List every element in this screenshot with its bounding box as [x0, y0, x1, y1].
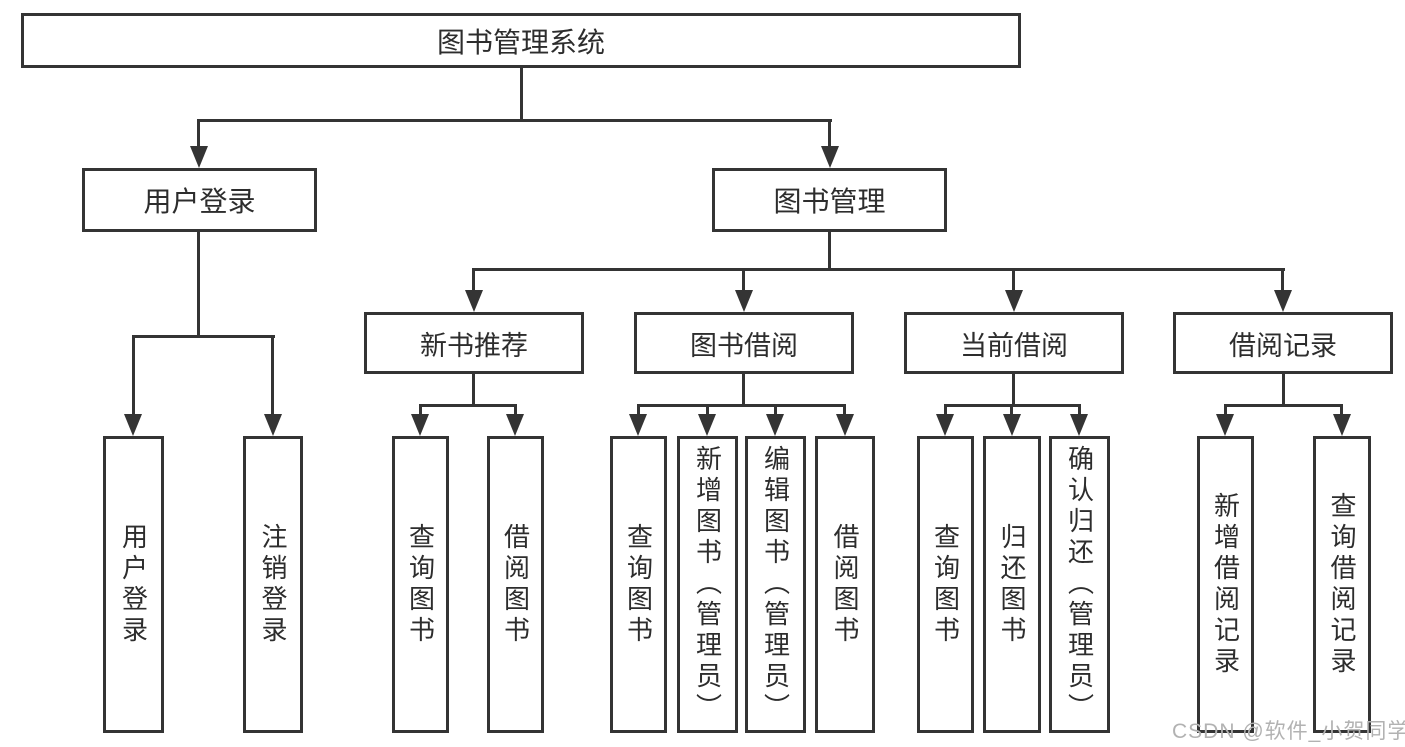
node-leaf-borrow-books-borrowing: 借阅图书 [815, 436, 875, 733]
connector-borrowing-stem [742, 374, 745, 407]
node-book-borrowing: 图书借阅 [634, 312, 854, 374]
connector-current-stem [1012, 374, 1015, 407]
leaf-label: 借阅图书 [500, 522, 531, 647]
arrowhead-current-leaf2 [1003, 414, 1021, 436]
connector-recommend-leaf1 [419, 404, 422, 418]
node-book-management: 图书管理 [712, 168, 947, 232]
leaf-label: 借阅图书 [830, 522, 860, 647]
node-user-login: 用户登录 [82, 168, 317, 232]
connector-to-user-login [197, 119, 200, 152]
connector-to-current-borrowing [1012, 268, 1015, 295]
leaf-label: 查询图书 [405, 522, 436, 647]
leaf-label: 查询图书 [623, 522, 654, 647]
node-leaf-borrow-books-recommend: 借阅图书 [487, 436, 544, 733]
connector-recommend-split [419, 404, 517, 407]
arrowhead-recommend-leaf1 [411, 414, 429, 436]
node-leaf-query-borrow-record: 查询借阅记录 [1313, 436, 1371, 733]
connector-current-leaf1 [944, 404, 947, 418]
connector-borrowing-split [637, 404, 846, 407]
arrowhead-borrowing-leaf4 [836, 414, 854, 436]
node-leaf-logout: 注销登录 [243, 436, 303, 733]
connector-recommend-leaf2 [514, 404, 517, 418]
connector-to-leaf-logout [271, 335, 274, 418]
node-leaf-query-books-current: 查询图书 [917, 436, 974, 733]
node-leaf-edit-books-admin: 编辑图书（管理员） [745, 436, 806, 733]
connector-borrowing-leaf2 [706, 404, 709, 418]
node-library-system: 图书管理系统 [21, 13, 1021, 68]
connector-to-book-mgmt [828, 119, 831, 152]
connector-records-leaf1 [1224, 404, 1227, 418]
arrowhead-leaf-user-login [124, 414, 142, 436]
node-new-book-recommend: 新书推荐 [364, 312, 584, 374]
arrowhead-borrowing-leaf2 [698, 414, 716, 436]
leaf-label: 查询图书 [930, 522, 961, 647]
connector-records-split [1224, 404, 1342, 407]
node-leaf-query-books-borrowing: 查询图书 [610, 436, 667, 733]
node-leaf-add-books-admin: 新增图书（管理员） [677, 436, 738, 733]
arrowhead-borrowing-records [1274, 290, 1292, 312]
connector-records-leaf2 [1340, 404, 1343, 418]
arrowhead-recommend-leaf2 [506, 414, 524, 436]
connector-book-mgmt-split [472, 268, 1285, 271]
arrowhead-book-borrowing [735, 290, 753, 312]
arrowhead-records-leaf2 [1333, 414, 1351, 436]
leaf-label: 查询借阅记录 [1327, 491, 1357, 678]
connector-to-borrowing-records [1281, 268, 1284, 295]
connector-user-login-stem [197, 232, 200, 338]
connector-user-login-split [132, 335, 275, 338]
leaf-label: 新增借阅记录 [1210, 491, 1241, 678]
arrowhead-user-login [190, 146, 208, 168]
arrowhead-records-leaf1 [1216, 414, 1234, 436]
node-leaf-add-borrow-record: 新增借阅记录 [1197, 436, 1254, 733]
arrowhead-book-mgmt [821, 146, 839, 168]
connector-recommend-stem [472, 374, 475, 407]
arrowhead-new-book-recommend [465, 290, 483, 312]
connector-to-new-book-recommend [472, 268, 475, 295]
connector-borrowing-leaf3 [774, 404, 777, 418]
leaf-label: 编辑图书（管理员） [760, 445, 791, 724]
node-leaf-return-books: 归还图书 [983, 436, 1041, 733]
arrowhead-current-leaf3 [1070, 414, 1088, 436]
leaf-label: 归还图书 [997, 522, 1027, 647]
node-borrowing-records: 借阅记录 [1173, 312, 1393, 374]
leaf-label: 新增图书（管理员） [692, 445, 723, 724]
arrowhead-current-borrowing [1005, 290, 1023, 312]
connector-records-stem [1282, 374, 1285, 407]
arrowhead-leaf-logout [264, 414, 282, 436]
connector-current-leaf3 [1078, 404, 1081, 418]
connector-to-leaf-user-login [132, 335, 135, 418]
node-leaf-user-login: 用户登录 [103, 436, 164, 733]
connector-root-split [197, 119, 832, 122]
leaf-label: 用户登录 [118, 522, 149, 647]
node-current-borrowing: 当前借阅 [904, 312, 1124, 374]
connector-borrowing-leaf4 [843, 404, 846, 418]
connector-current-leaf2 [1010, 404, 1013, 418]
connector-to-book-borrowing [742, 268, 745, 295]
leaf-label: 注销登录 [258, 522, 288, 647]
connector-borrowing-leaf1 [637, 404, 640, 418]
connector-root-stem [520, 68, 523, 122]
arrowhead-borrowing-leaf3 [766, 414, 784, 436]
leaf-label: 确认归还（管理员） [1064, 445, 1095, 724]
node-leaf-confirm-return-admin: 确认归还（管理员） [1049, 436, 1110, 733]
arrowhead-current-leaf1 [936, 414, 954, 436]
csdn-watermark: CSDN @软件_小贺同学 [1172, 720, 1405, 743]
node-leaf-query-books-recommend: 查询图书 [392, 436, 449, 733]
connector-book-mgmt-stem [828, 232, 831, 271]
arrowhead-borrowing-leaf1 [629, 414, 647, 436]
